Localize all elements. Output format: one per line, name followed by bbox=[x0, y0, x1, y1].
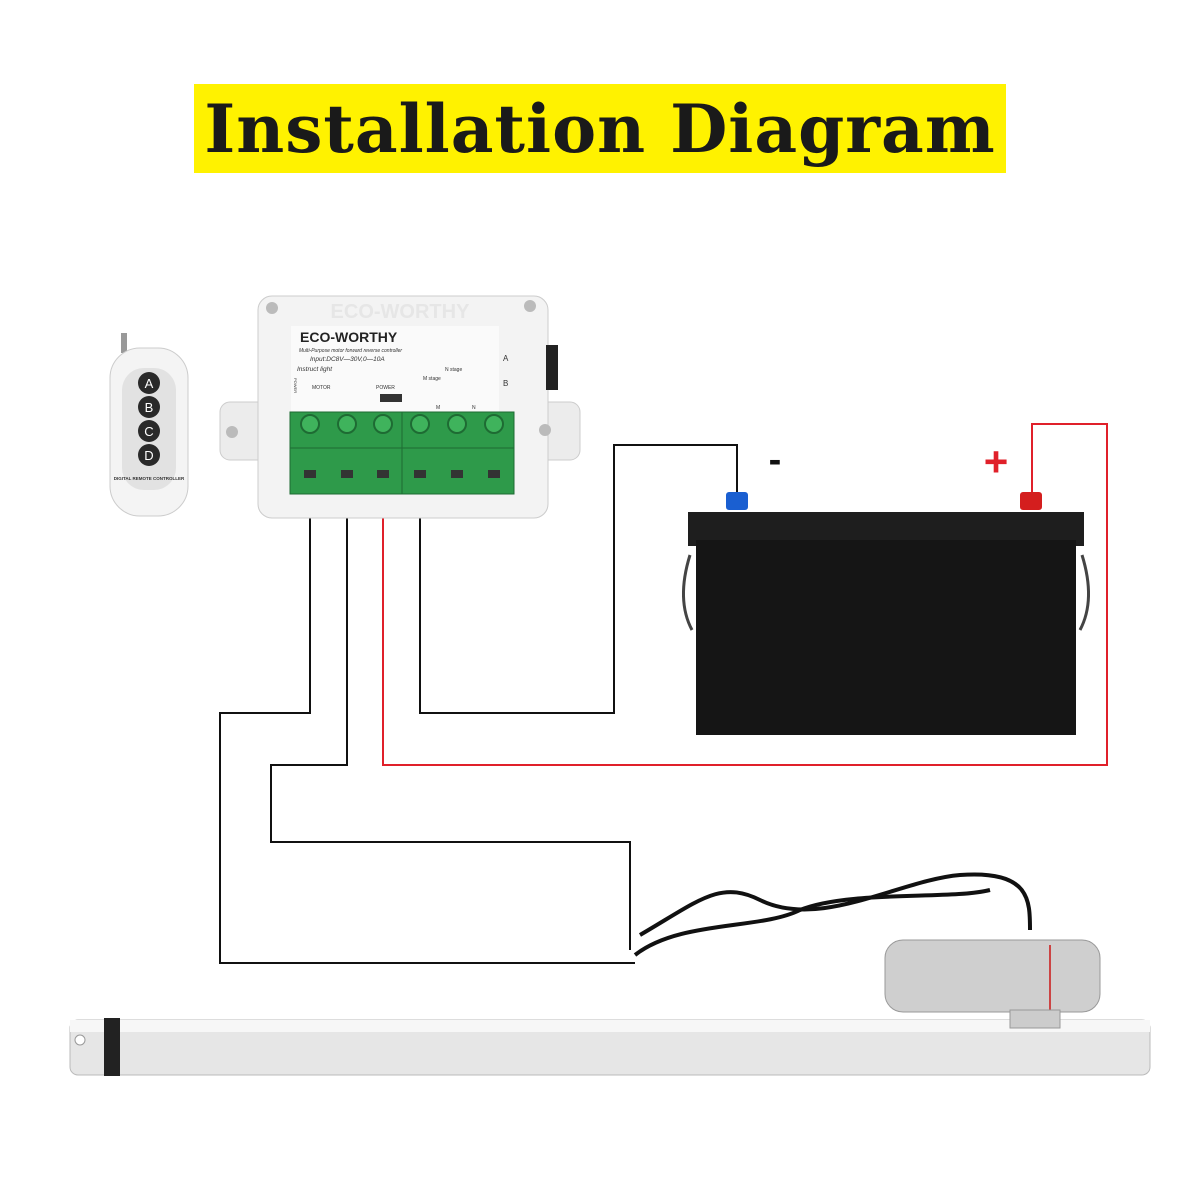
wire-negative bbox=[419, 444, 738, 714]
power-side-label: POWER bbox=[293, 378, 298, 393]
controller-subtitle: Multi-Purpose motor forward reverse cont… bbox=[299, 348, 402, 354]
remote-button-a: A bbox=[145, 376, 154, 391]
m-stage-label: M stage bbox=[423, 376, 441, 382]
terminal-block bbox=[289, 411, 515, 495]
controller-input: Input:DC8V—30V,0—10A bbox=[310, 356, 385, 363]
wire-positive bbox=[382, 423, 1108, 766]
battery: - + bbox=[681, 438, 1091, 735]
controller-brand: ECO-WORTHY bbox=[300, 329, 398, 345]
positive-sign: + bbox=[984, 438, 1009, 485]
wire-motor-1 bbox=[219, 500, 635, 964]
remote-button-b: B bbox=[145, 400, 154, 415]
page-title: Installation Diagram bbox=[204, 89, 996, 168]
remote-button-c: C bbox=[144, 424, 153, 439]
n-stage-label: N stage bbox=[445, 367, 462, 373]
remote-button-d: D bbox=[144, 448, 153, 463]
positive-terminal bbox=[1020, 492, 1042, 510]
remote-control: A B C D DIGITAL REMOTE CONTROLLER bbox=[109, 333, 189, 517]
embossed-brand: ECO-WORTHY bbox=[331, 301, 471, 323]
n-label: N bbox=[472, 405, 476, 411]
controller-instruct: Instruct light bbox=[297, 366, 333, 373]
a-label: A bbox=[503, 354, 509, 363]
power-label: POWER bbox=[376, 385, 395, 391]
m-label: M bbox=[436, 405, 440, 411]
wire-motor-2 bbox=[270, 500, 631, 950]
negative-sign: - bbox=[769, 439, 782, 481]
controller-box: ECO-WORTHY ECO-WORTHY Multi-Purpose moto… bbox=[219, 295, 581, 519]
remote-buttons: A B C D bbox=[138, 372, 160, 466]
title-banner: Installation Diagram bbox=[194, 84, 1006, 173]
linear-actuator bbox=[69, 872, 1151, 1076]
b-label: B bbox=[503, 379, 508, 388]
remote-label: DIGITAL REMOTE CONTROLLER bbox=[114, 476, 185, 481]
motor-label: MOTOR bbox=[312, 385, 331, 391]
negative-terminal bbox=[726, 492, 748, 510]
